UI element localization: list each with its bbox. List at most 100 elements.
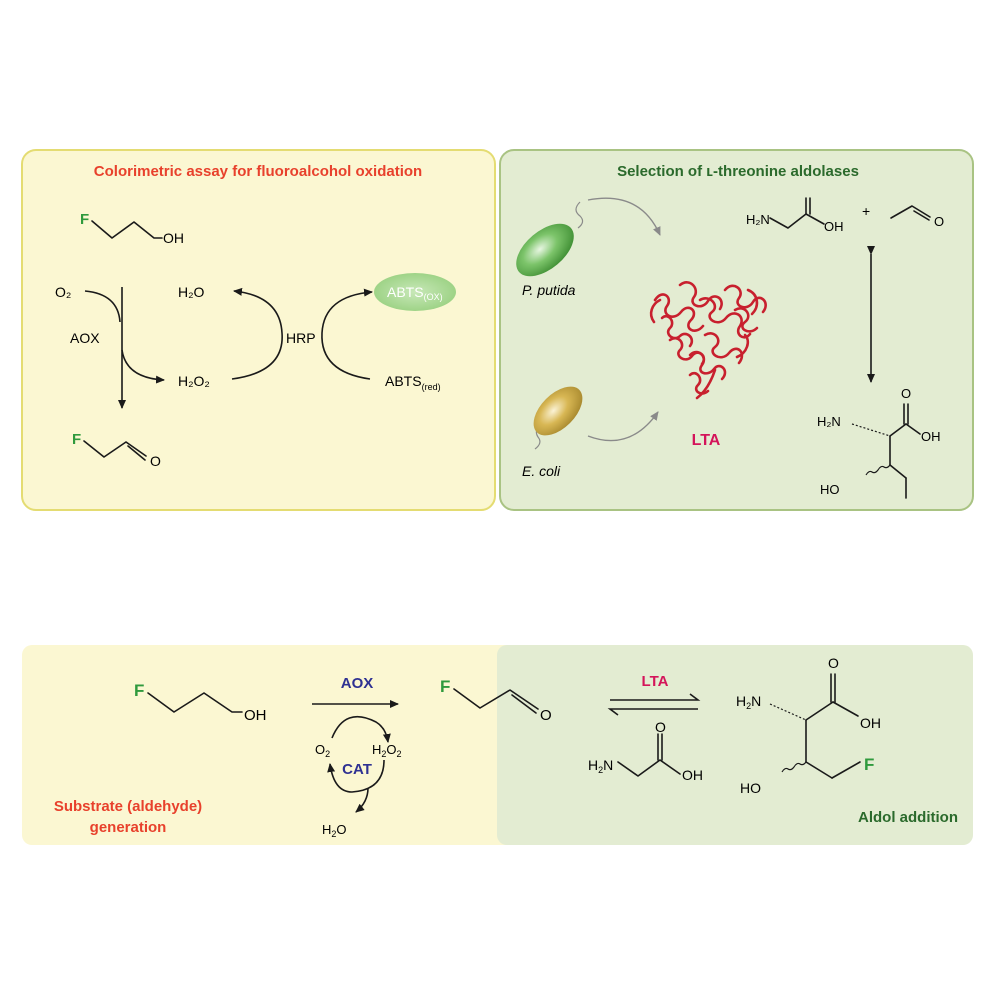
amine-label: H2N — [736, 693, 761, 711]
fluoromethyl-bond-1 — [805, 761, 833, 779]
fluorine-label: F — [134, 681, 144, 700]
acetaldehyde-bonds — [890, 205, 931, 219]
fluorine-label: F — [864, 755, 874, 774]
carbon-chain — [453, 688, 539, 710]
panel-title: Selection of ʟ-threonine aldolases — [617, 163, 859, 180]
fluoroacetaldehyde-structure: F O — [440, 677, 552, 724]
cell-body — [516, 223, 574, 277]
abts-ox-label: ABTS(OX) — [387, 284, 443, 302]
fluoro-aldol-product-structure: O OH H2N F HO — [736, 655, 881, 796]
h2o2-branch-arrow — [121, 349, 165, 384]
glycine-structure: H2N O OH — [588, 719, 703, 783]
glycine-backbone — [769, 213, 825, 229]
o2-to-h2o2-curve — [331, 715, 391, 743]
acetaldehyde-double-bond — [913, 210, 930, 221]
e-coli-arrow — [587, 411, 659, 442]
amine-hashed-bond — [769, 703, 807, 721]
carbon-chain — [147, 692, 243, 713]
hydroxyl-label: OH — [824, 219, 844, 234]
hydroxyl-wavy-bond — [865, 464, 891, 476]
carbonyl-oxygen-label: O — [150, 453, 161, 469]
aldol-addition-background — [497, 645, 973, 845]
carbon-chain — [83, 440, 147, 458]
alpha-bond — [889, 423, 907, 437]
aldol-addition-caption: Aldol addition — [858, 809, 958, 826]
hydroxyl-label: OH — [682, 767, 703, 783]
alpha-bond — [805, 701, 834, 721]
glycine-backbone — [617, 759, 681, 777]
catalase-cycle-curve — [327, 759, 385, 793]
p-putida-cell: P. putida — [516, 201, 584, 298]
acid-oh-bond — [905, 423, 921, 435]
hrp-label: HRP — [286, 330, 316, 346]
carbon-chain — [91, 220, 163, 239]
panel-cascade: F OH AOX O2 H2O2 CAT H2O F O LTA H2N — [22, 645, 973, 845]
fluorine-label: F — [72, 431, 81, 448]
forward-arrow — [610, 693, 701, 701]
p-putida-label: P. putida — [522, 282, 576, 298]
carbonyl-oxygen-label: O — [655, 719, 666, 735]
aox-enzyme-label: AOX — [341, 675, 374, 692]
fluorine-label: F — [80, 211, 89, 228]
amine-hashed-bond — [851, 423, 891, 437]
panel-title: Colorimetric assay for fluoroalcohol oxi… — [94, 163, 422, 180]
p-putida-arrow — [587, 197, 661, 236]
oxygen-label: O2 — [315, 742, 330, 759]
substrate-generation-background — [22, 645, 542, 845]
hrp-left-curve — [231, 287, 283, 380]
fluorine-label: F — [440, 677, 450, 696]
carbonyl-oxygen-label: O — [901, 386, 911, 401]
water-label: H₂O — [178, 284, 205, 300]
e-coli-cell: E. coli — [522, 386, 583, 479]
fluoroacetaldehyde-structure: F O — [72, 431, 161, 469]
water-release-arrow — [355, 787, 369, 813]
substrate-generation-caption-line2: generation — [90, 819, 167, 836]
abts-ox-glow — [374, 273, 456, 311]
hydroxyl-label: OH — [163, 230, 184, 246]
fluoromethyl-bond-2 — [831, 761, 861, 779]
amine-label: H₂N — [817, 414, 841, 429]
glycine-structure: H₂N OH — [746, 197, 844, 234]
lta-protein-structure — [649, 281, 767, 400]
oxygen-curve — [84, 290, 121, 323]
panel-background — [21, 149, 496, 511]
panel-threonine-aldolase-selection: Selection of ʟ-threonine aldolases P. pu… — [499, 149, 974, 511]
hydroxyl-label: OH — [244, 707, 267, 724]
hydroxyl-label: HO — [740, 780, 761, 796]
catalase-enzyme-label: CAT — [342, 761, 372, 778]
aldol-product-structure: O OH H₂N HO — [817, 386, 941, 499]
e-coli-label: E. coli — [522, 463, 561, 479]
cell-body — [533, 386, 583, 436]
peroxide-label: H₂O₂ — [178, 373, 210, 389]
reverse-arrow — [607, 708, 698, 716]
hrp-right-curve — [321, 288, 373, 380]
hydroxyl-wavy-bond — [781, 761, 807, 773]
acetaldehyde-structure: O — [890, 205, 944, 229]
carbonyl-double-bond — [511, 694, 537, 714]
hydroxyl-label: HO — [820, 482, 840, 497]
fluoroethanol-structure: F OH — [80, 211, 184, 246]
fluoroethanol-structure: F OH — [134, 681, 267, 724]
peroxide-label: H2O2 — [372, 742, 402, 759]
carbonyl-oxygen-label: O — [540, 707, 552, 724]
acid-hydroxyl-label: OH — [921, 429, 941, 444]
amine-label: H₂N — [746, 212, 770, 227]
flagellum — [575, 201, 584, 229]
lta-enzyme-label: LTA — [642, 673, 669, 690]
acid-oh-bond — [832, 701, 859, 717]
plus-sign: + — [862, 203, 870, 219]
abts-red-label: ABTS(red) — [385, 373, 441, 392]
substrate-generation-caption-line1: Substrate (aldehyde) — [54, 798, 202, 815]
aox-label: AOX — [70, 330, 100, 346]
carbonyl-double-bond — [127, 445, 146, 461]
water-label: H2O — [322, 822, 347, 839]
ethyl-bond-1 — [889, 464, 907, 479]
carbonyl-oxygen-label: O — [934, 214, 944, 229]
acid-hydroxyl-label: OH — [860, 715, 881, 731]
amine-label: H2N — [588, 757, 613, 775]
lta-label: LTA — [692, 432, 721, 449]
oxygen-label: O₂ — [55, 284, 71, 300]
carbonyl-oxygen-label: O — [828, 655, 839, 671]
panel-colorimetric-assay: Colorimetric assay for fluoroalcohol oxi… — [21, 149, 496, 511]
